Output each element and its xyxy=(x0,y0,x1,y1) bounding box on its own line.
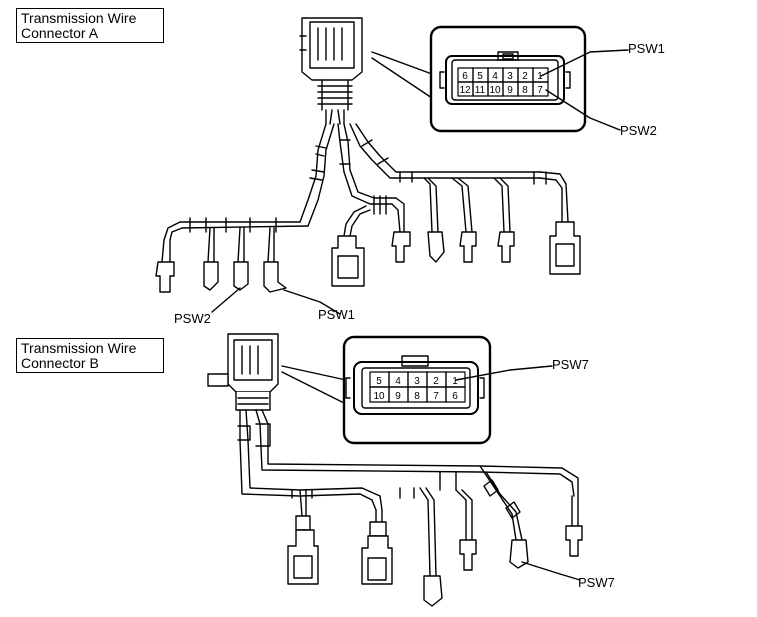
connector-b-pin-grid xyxy=(369,371,466,403)
pin-a-top-4: 3 xyxy=(507,71,513,82)
pin-a-bottom-2: 11 xyxy=(475,85,486,96)
connector-b-inset xyxy=(342,335,492,445)
pin-b-bottom-1: 10 xyxy=(373,391,385,402)
connector-b-body xyxy=(207,333,279,411)
psw7-leader-plug xyxy=(521,561,581,581)
connector-a-callout-lines xyxy=(371,51,433,99)
connector-a-title-line2: Connector A xyxy=(21,25,99,41)
psw7-leader-pin xyxy=(455,365,553,381)
harness-a-wires xyxy=(161,123,569,263)
psw1-plug-label-a: PSW1 xyxy=(318,307,355,322)
connector-b-pin-numbers: 5 4 3 2 1 10 9 8 7 6 xyxy=(373,376,458,402)
pin-a-top-5: 2 xyxy=(522,71,528,82)
psw1-plug-leader xyxy=(283,289,341,315)
pin-b-bottom-3: 8 xyxy=(414,391,420,402)
connector-b-title: Transmission Wire Connector B xyxy=(16,338,164,373)
psw2-leader-a xyxy=(545,89,621,131)
pin-a-bottom-1: 12 xyxy=(459,85,471,96)
pin-b-top-5: 1 xyxy=(452,376,458,387)
psw2-plug-label-a: PSW2 xyxy=(174,311,211,326)
harness-a-plugs xyxy=(155,221,581,293)
pin-b-top-1: 5 xyxy=(376,376,382,387)
psw1-leader-a xyxy=(540,49,629,77)
psw1-pin-label-a: PSW1 xyxy=(628,41,665,56)
pin-b-top-2: 4 xyxy=(395,376,401,387)
psw7-pin-label-b: PSW7 xyxy=(552,357,589,372)
pin-a-top-2: 5 xyxy=(477,71,483,82)
pin-a-bottom-4: 9 xyxy=(507,85,513,96)
connector-a-pin-grid xyxy=(457,67,549,97)
psw2-pin-label-a: PSW2 xyxy=(620,123,657,138)
connector-b-title-line1: Transmission Wire xyxy=(21,340,137,356)
harness-b-wires xyxy=(237,409,579,577)
connector-a-title: Transmission Wire Connector A xyxy=(16,8,164,43)
pin-b-bottom-2: 9 xyxy=(395,391,401,402)
pin-a-top-1: 6 xyxy=(462,71,468,82)
connector-b-callout-lines xyxy=(281,365,347,405)
pin-b-bottom-5: 6 xyxy=(452,391,458,402)
connector-a-title-line1: Transmission Wire xyxy=(21,10,137,26)
psw2-plug-leader xyxy=(211,287,241,313)
connector-b-title-line2: Connector B xyxy=(21,355,99,371)
psw7-plug-label-b: PSW7 xyxy=(578,575,615,590)
pin-b-bottom-4: 7 xyxy=(433,391,439,402)
pin-a-bottom-5: 8 xyxy=(522,85,528,96)
pin-a-top-6: 1 xyxy=(537,71,543,82)
connector-a-body xyxy=(299,17,363,125)
pin-a-top-3: 4 xyxy=(492,71,498,82)
pin-a-bottom-6: 7 xyxy=(537,85,543,96)
pin-b-top-4: 2 xyxy=(433,376,439,387)
harness-b-plugs xyxy=(287,515,583,607)
connector-a-inset xyxy=(429,25,587,133)
pin-b-top-3: 3 xyxy=(414,376,420,387)
connector-a-pin-numbers: 6 5 4 3 2 1 12 11 10 9 8 7 xyxy=(459,71,543,96)
pin-a-bottom-3: 10 xyxy=(489,85,501,96)
